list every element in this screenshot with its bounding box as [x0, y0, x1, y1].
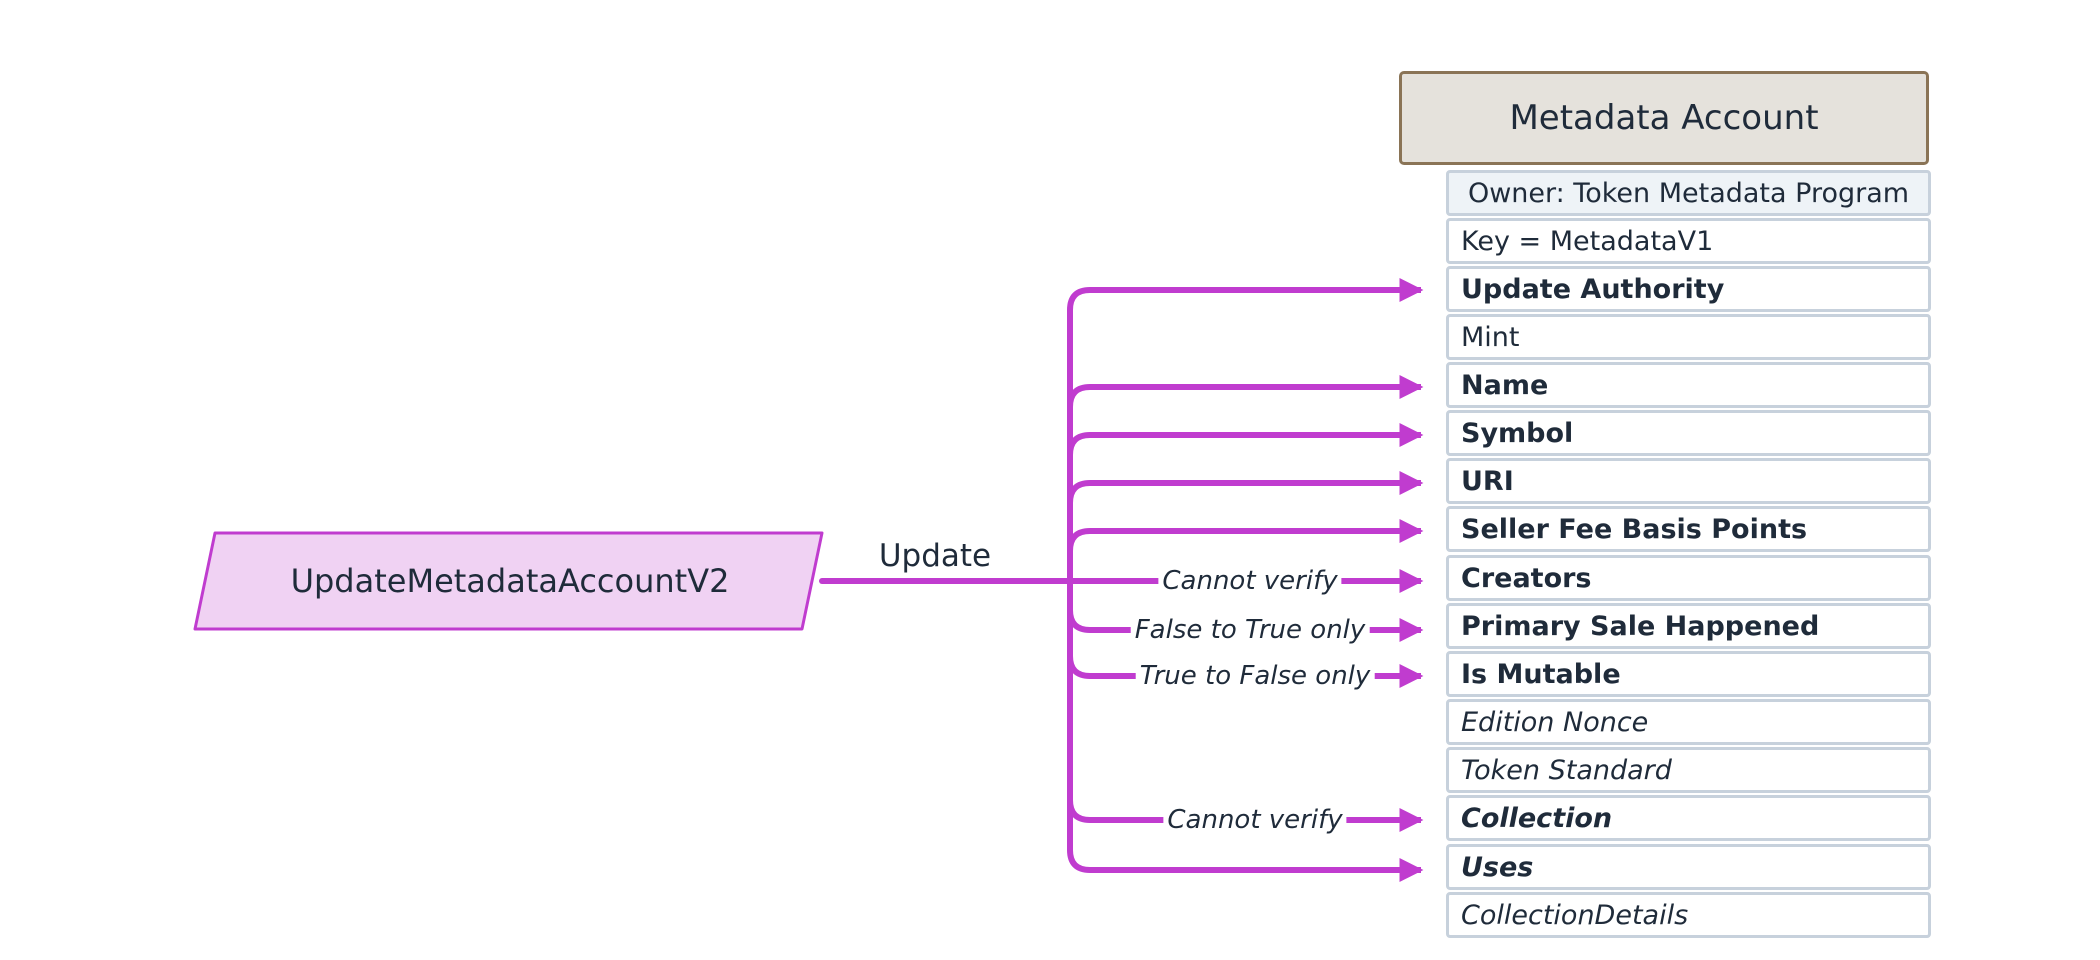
instruction-label: UpdateMetadataAccountV2 [290, 562, 730, 600]
arrow-symbol [1067, 423, 1424, 456]
instruction-shape [193, 531, 824, 631]
field-primary-sale-happened: Primary Sale Happened [1446, 603, 1931, 649]
field-token-standard: Token Standard [1446, 747, 1931, 793]
field-collection-details: CollectionDetails [1446, 892, 1931, 938]
arrow-primary-sale-happened [1067, 609, 1424, 642]
arrow-update-authority [1067, 278, 1424, 311]
field-uses: Uses [1446, 844, 1931, 890]
field-collection: Collection [1446, 795, 1931, 841]
arrow-is-mutable [1067, 655, 1424, 688]
metadata-account-header: Metadata Account [1399, 71, 1929, 165]
update-label: Update [878, 538, 992, 574]
field-uri: URI [1446, 458, 1931, 504]
arrow-seller-fee-basis-points [1067, 519, 1424, 552]
field-name: Name [1446, 362, 1931, 408]
arrow-uses [1067, 849, 1424, 882]
edge-label-is-mutable: True to False only [1135, 661, 1375, 691]
edge-label-primary-sale: False to True only [1130, 615, 1370, 645]
field-creators: Creators [1446, 555, 1931, 601]
field-update-authority: Update Authority [1446, 266, 1931, 312]
edge-label-collection: Cannot verify [1163, 805, 1347, 835]
arrow-uri [1067, 471, 1424, 504]
edge-label-creators: Cannot verify [1158, 566, 1342, 596]
field-symbol: Symbol [1446, 410, 1931, 456]
field-key: Key = MetadataV1 [1446, 218, 1931, 264]
arrow-name [1067, 375, 1424, 408]
field-is-mutable: Is Mutable [1446, 651, 1931, 697]
arrow-collection [1067, 799, 1424, 832]
field-owner: Owner: Token Metadata Program [1446, 170, 1931, 216]
field-mint: Mint [1446, 314, 1931, 360]
field-edition-nonce: Edition Nonce [1446, 699, 1931, 745]
field-seller-fee-basis-points: Seller Fee Basis Points [1446, 506, 1931, 552]
